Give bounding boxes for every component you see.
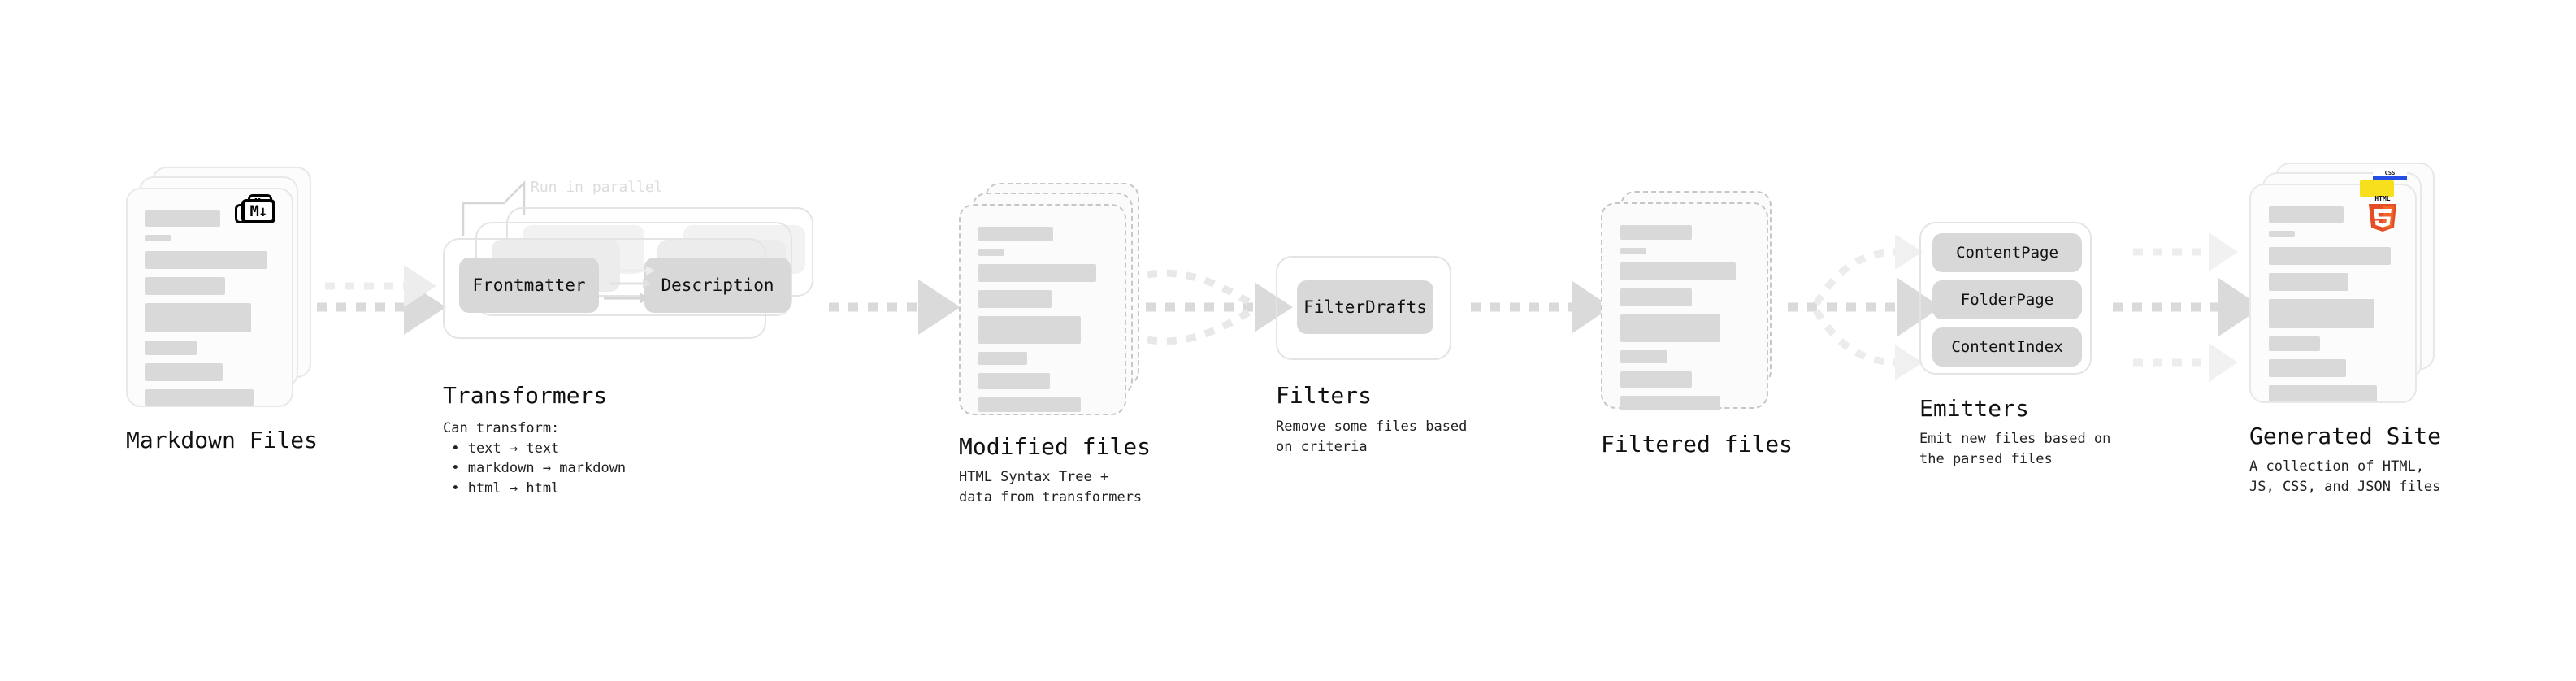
filters-panel: FilterDrafts [1276, 256, 1451, 360]
stage-generated-site[interactable]: CSS HTML Generated Site A collection of … [2249, 163, 2444, 495]
transformers-title: Transformers [443, 382, 608, 409]
connector-filtered-to-emitters [1788, 234, 1941, 380]
site-card-content [2251, 185, 2415, 401]
filtered-files-title: Filtered files [1601, 431, 1793, 458]
connector-markdown-to-transformers [317, 265, 446, 335]
emitters-pill-contentindex[interactable]: ContentIndex [1932, 327, 2082, 367]
modified-files-subtitle: HTML Syntax Tree + data from transformer… [959, 469, 1143, 505]
transformers-subtitle: Can transform: • text → text • markdown … [443, 420, 627, 497]
transformer-pill-frontmatter[interactable]: Frontmatter [459, 258, 599, 313]
emitters-pill-contentpage[interactable]: ContentPage [1932, 233, 2082, 272]
css-badge: CSS [2373, 169, 2407, 180]
transformer-pill-description-label: Description [661, 275, 774, 295]
transformer-inner-arrows [604, 266, 655, 304]
generated-site-subtitle: A collection of HTML, JS, CSS, and JSON … [2249, 458, 2441, 495]
filters-subtitle: Remove some files based on criteria [1276, 419, 1468, 455]
modified-card-front [959, 204, 1126, 415]
filters-title: Filters [1276, 382, 1373, 409]
transformer-pill-frontmatter-label: Frontmatter [472, 275, 586, 295]
stage-filtered-files[interactable]: Filtered files [1601, 191, 1793, 458]
emitters-subtitle: Emit new files based on the parsed files [1919, 431, 2111, 467]
connector-modified-to-filters [1146, 269, 1293, 345]
emitters-panel: ContentPage FolderPage ContentIndex [1919, 222, 2092, 375]
modified-files-title: Modified files [959, 433, 1151, 460]
emitters-pill-contentindex-label: ContentIndex [1951, 338, 2063, 356]
markdown-card-front [126, 188, 293, 407]
filtered-card-front [1601, 202, 1768, 410]
connector-transformers-to-modified [829, 280, 961, 335]
generated-site-title: Generated Site [2249, 423, 2442, 449]
css-badge-label: CSS [2384, 170, 2396, 176]
svg-text:HTML: HTML [2374, 195, 2390, 202]
markdown-card-content [128, 189, 292, 406]
emitters-pill-contentpage-label: ContentPage [1956, 244, 2058, 262]
html5-badge: HTML [2365, 193, 2400, 234]
emitters-pill-folderpage[interactable]: FolderPage [1932, 280, 2082, 319]
connector-filters-to-filtered [1471, 281, 1611, 333]
js-badge [2360, 180, 2394, 197]
run-in-parallel-label: Run in parallel [531, 179, 663, 196]
markdown-badge-label: M↓ [249, 202, 268, 220]
stage-markdown-files[interactable]: M↓ M↓ M↓ Markdown Files [126, 167, 318, 453]
transformer-pill-description[interactable]: Description [644, 258, 791, 313]
markdown-badge: M↓ [241, 199, 275, 223]
markdown-files-title: Markdown Files [126, 427, 319, 453]
connector-emitters-to-site [2113, 232, 2262, 382]
emitters-pill-folderpage-label: FolderPage [1960, 291, 2054, 309]
stage-modified-files[interactable]: Modified files HTML Syntax Tree + data f… [959, 183, 1154, 505]
emitters-title: Emitters [1919, 395, 2029, 422]
filters-pill-filterdrafts-label: FilterDrafts [1303, 297, 1427, 317]
filtered-card-content [1602, 204, 1767, 410]
filters-pill-filterdrafts[interactable]: FilterDrafts [1297, 280, 1433, 334]
modified-card-content [961, 206, 1125, 414]
transformer-panel-front: Frontmatter Description [443, 238, 791, 339]
